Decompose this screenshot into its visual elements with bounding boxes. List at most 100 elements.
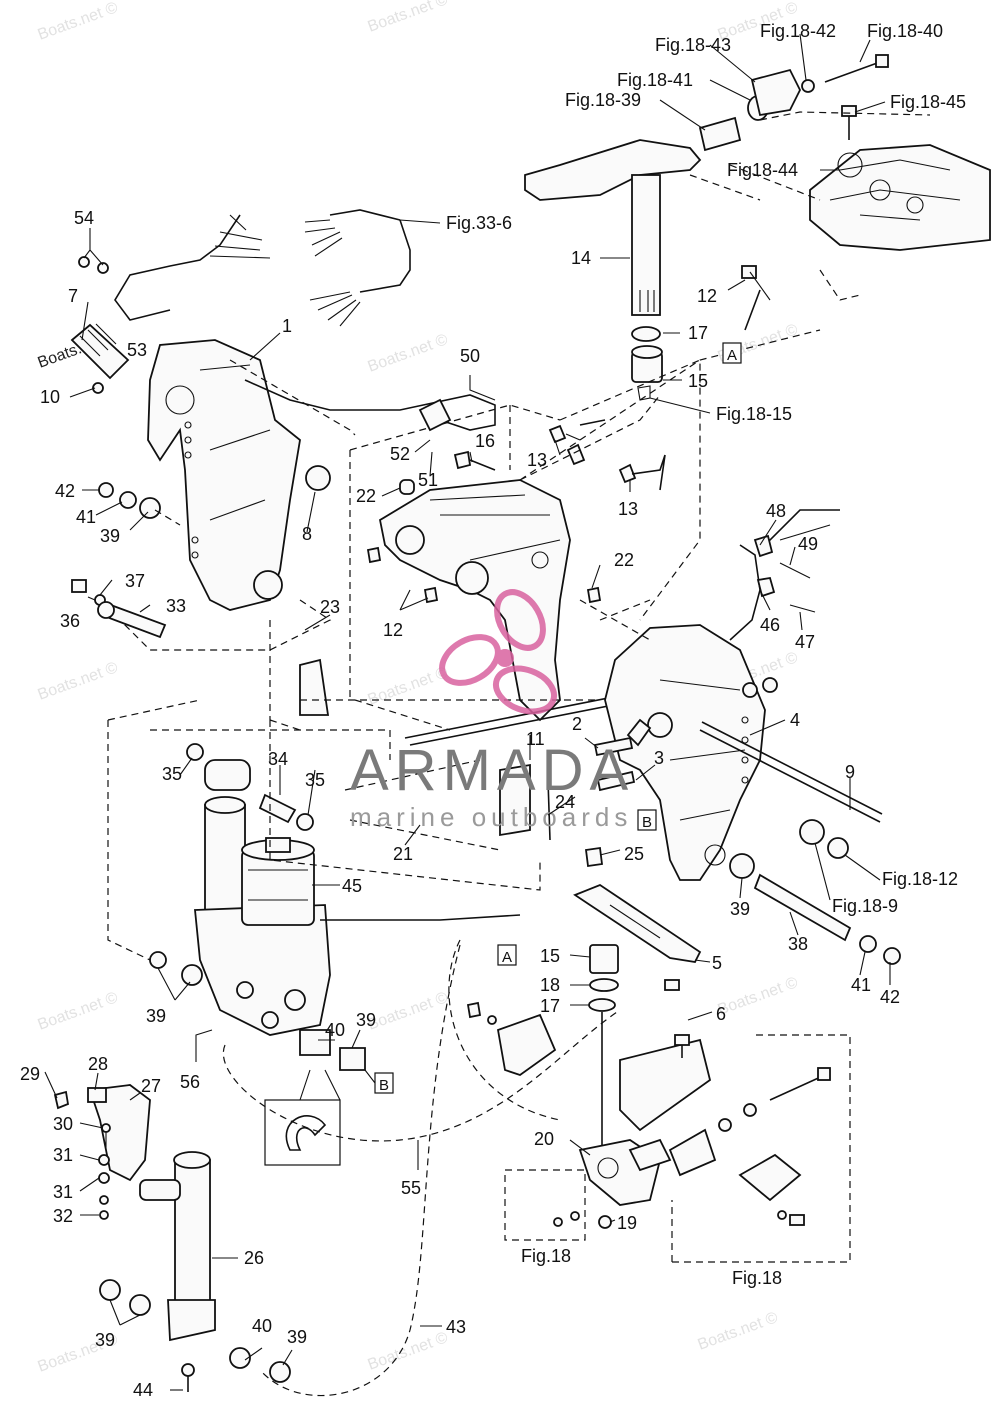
lower-steering-group [466,883,851,1263]
swivel-bracket [244,379,701,868]
watermark: Boats.net © [366,331,451,376]
callout-4: 4 [790,710,800,730]
callout-27: 27 [141,1076,161,1096]
callout-31: 31 [53,1145,73,1165]
callout-33: 33 [166,596,186,616]
marker-b: B [642,814,652,831]
steering-shaft [631,174,661,316]
left-clamp-bracket [147,339,301,611]
steering-arm [524,139,702,201]
callout-39: 39 [146,1006,166,1026]
steering-arm-group [524,54,991,401]
watermark: Boats.net © [716,974,801,1019]
logo-propeller-icon [439,589,558,715]
callout-22: 22 [356,486,376,506]
watermark: Boats.net © [366,1329,451,1374]
callout-39: 39 [100,526,120,546]
watermark: Boats.net © [36,0,121,44]
fig18-dashed-box-a [504,1169,586,1241]
callout-41: 41 [851,975,871,995]
callout-13: 13 [527,450,547,470]
link-23 [299,658,330,716]
callout-12: 12 [383,620,403,640]
cover [496,1013,557,1076]
callout-42: 42 [880,987,900,1007]
bushing-35 [204,759,251,791]
plate-24 [499,763,531,837]
armada-logo: ARMADA marine outboards [350,589,628,832]
assembly-lines [150,329,821,891]
plate-fig18 [738,1153,802,1202]
callout-29: 29 [20,1064,40,1084]
callout-fig18-40: Fig.18-40 [867,21,943,41]
callout-39: 39 [287,1327,307,1347]
callout-23: 23 [320,597,340,617]
plate-fig18-43 [750,68,802,117]
marker-b: B [379,1077,389,1094]
callout-55: 55 [401,1178,421,1198]
callout-32: 32 [53,1206,73,1226]
callout-43: 43 [446,1317,466,1337]
callout-52: 52 [390,444,410,464]
callout-18: 18 [540,975,560,995]
callout-fig33-6: Fig.33-6 [446,213,512,233]
callout-46: 46 [760,615,780,635]
watermark: Boats.net © [36,989,121,1034]
callout-41: 41 [76,507,96,527]
callout-fig18: Fig.18 [732,1268,782,1288]
callout-labels: 54 7 53 10 1 42 41 39 8 22 51 52 16 50 1… [20,21,966,1400]
o-ring-inset [264,1069,341,1166]
left-small-parts [70,256,331,639]
callout-24: 24 [555,792,575,812]
hose-43 [259,944,461,1397]
callout-34: 34 [268,749,288,769]
tilt-cylinder-26 [53,1084,291,1392]
callout-12: 12 [697,286,717,306]
callout-fig18-41: Fig.18-41 [617,70,693,90]
callout-56: 56 [180,1072,200,1092]
callout-25: 25 [624,844,644,864]
callout-19: 19 [617,1213,637,1233]
watermark: Boats.net © [366,664,451,709]
bushing-15b [589,944,619,974]
callout-26: 26 [244,1248,264,1268]
callout-fig18-43: Fig.18-43 [655,35,731,55]
marker-boxes: A A B B [374,342,742,1094]
callout-20: 20 [534,1129,554,1149]
callout-11: 11 [526,729,545,749]
callout-fig18-9: Fig.18-9 [832,896,898,916]
watermark: Boats.net © [366,0,451,36]
watermark: Boats.net © [366,989,451,1034]
callout-45: 45 [342,876,362,896]
callout-15: 15 [540,946,560,966]
wire-harness [114,209,411,327]
callout-5: 5 [712,953,722,973]
callout-40: 40 [252,1316,272,1336]
fig18-dashed-box-b [671,1034,851,1263]
callout-2: 2 [572,714,582,734]
callout-30: 30 [53,1114,73,1134]
callout-fig18-39: Fig.18-39 [565,90,641,110]
callout-53: 53 [127,340,147,360]
bushing-fig18-39 [698,116,742,152]
bushing-fig18 [668,1128,717,1177]
detail-box [264,1099,341,1166]
callout-10: 10 [40,387,60,407]
callout-15: 15 [688,371,708,391]
callout-36: 36 [60,611,80,631]
callout-9: 9 [845,762,855,782]
callout-44: 44 [133,1380,153,1400]
marker-a: A [502,949,512,966]
callout-21: 21 [393,844,413,864]
callout-1: 1 [282,316,292,336]
callout-49: 49 [798,534,818,554]
callout-42: 42 [55,481,75,501]
callout-28: 28 [88,1054,108,1074]
callout-6: 6 [716,1004,726,1024]
callout-13: 13 [618,499,638,519]
callout-39: 39 [356,1010,376,1030]
right-clamp-bracket [604,624,766,881]
watermark: Boats.net © [36,659,121,704]
callout-8: 8 [302,524,312,544]
